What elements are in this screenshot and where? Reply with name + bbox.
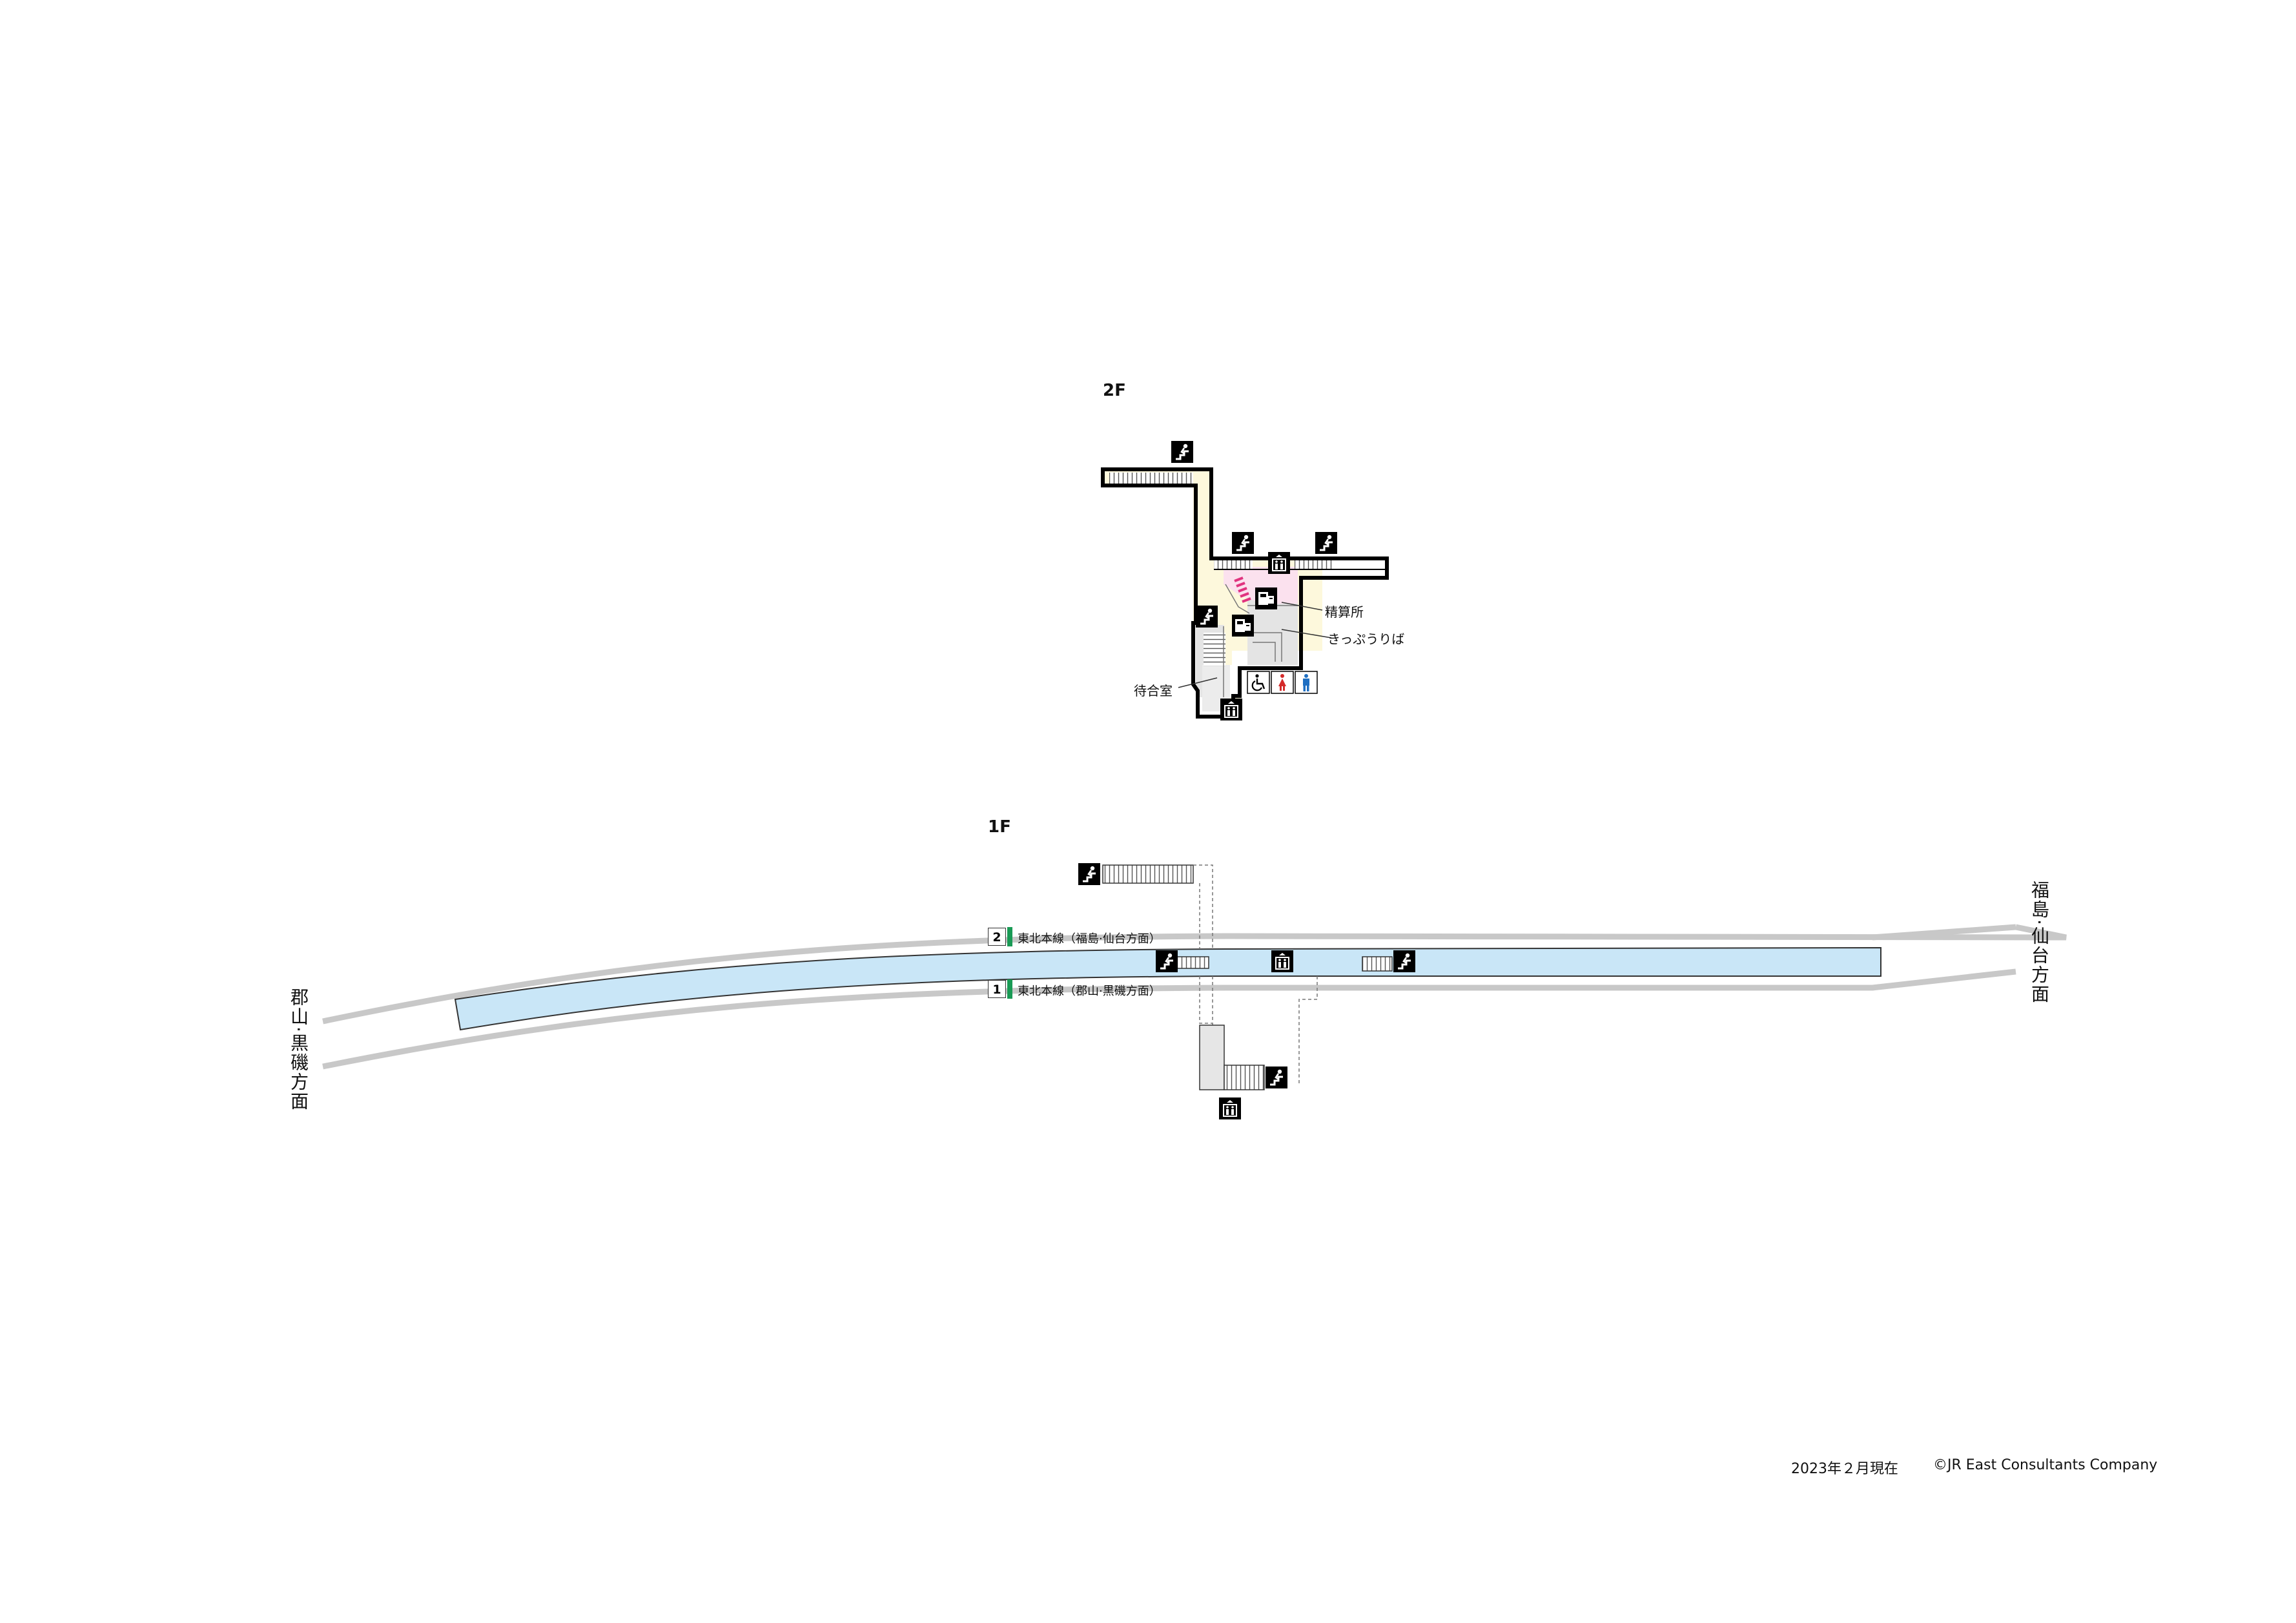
south-entrance-block [1199,1025,1225,1090]
south-stairs [1224,1065,1265,1090]
north-stairs [1102,864,1194,884]
stairs-icon [1170,440,1194,464]
floor-1f-plan [322,864,2067,1090]
wheelchair-icon [1246,670,1271,695]
stairs-icon [1194,604,1219,629]
ticket-machine-icon [1232,615,1254,637]
track-2-ext [1872,924,2016,941]
platform-1-line-label: 東北本線（郡山·黒磯方面） [1018,985,1161,998]
footer-date: 2023年２月現在 [1791,1461,1898,1477]
floor-label-2f: 2F [1103,381,1126,400]
line-color-bar [1007,927,1012,946]
platform-stairs-east [1362,956,1393,972]
track-2 [322,924,2067,1025]
elevator-icon [1218,1097,1242,1120]
concourse-area [1103,469,1322,720]
stairs-icon [1314,531,1338,555]
stairs-icon [1231,531,1255,555]
platform-stairs-center [1174,956,1209,969]
floor-label-1f: 1F [988,817,1011,837]
elevator-icon [1220,698,1243,721]
ticket-office-label: きっぷうりば [1327,631,1405,647]
line-color-bar [1007,979,1012,999]
waiting-room-label: 待合室 [1134,683,1173,699]
elevator-icon [1271,950,1294,973]
stairs-2f-east [1295,559,1332,569]
stairs-2f-center [1214,559,1253,569]
platform-number-1: 1 [988,980,1006,998]
ticket-gates [1234,577,1251,603]
stairs-icon [1264,1065,1289,1090]
ticket-machine-icon [1255,587,1277,609]
stairs-2f-west [1109,473,1193,484]
island-platform [454,946,1881,1031]
platform-number-2: 2 [988,928,1006,946]
track-1 [322,968,2016,1070]
stairs-icon [1392,949,1417,974]
footer-copyright: ©JR East Consultants Company [1933,1457,2158,1473]
ticket-gate-area [1224,567,1298,604]
stairs-icon [1154,949,1179,974]
elevator-icon [1267,551,1291,575]
direction-west-label: 郡山·黒磯方面 [288,988,309,1111]
stairs-icon [1077,862,1102,886]
fare-adjustment-label: 精算所 [1325,604,1364,620]
women-icon [1271,671,1294,694]
men-icon [1295,671,1318,694]
stairs-2f-south [1204,633,1225,666]
ticket-office-room [1247,594,1298,665]
direction-east-label: 福島·仙台方面 [2029,881,2050,1004]
platform-2-line-label: 東北本線（福島·仙台方面） [1018,932,1161,946]
